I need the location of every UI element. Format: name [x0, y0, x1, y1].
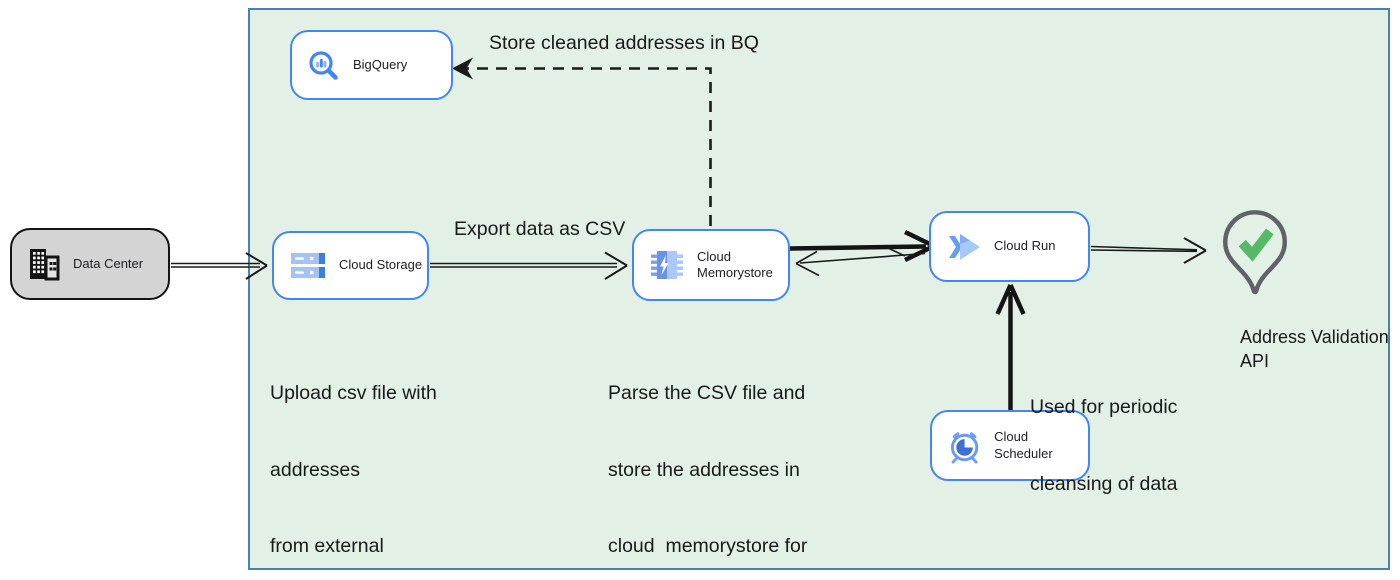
upload-note-line: Upload csv file with [270, 382, 437, 404]
address-validation-api-label: Address Validation API [1240, 327, 1389, 371]
upload-note-line: addresses [270, 458, 360, 481]
arrow-run-to-memorystore [795, 247, 926, 277]
arrow-storage-to-memorystore [430, 251, 628, 280]
node-label: Cloud Scheduler [994, 429, 1053, 461]
parse-note-line: store the addresses in [608, 458, 800, 481]
scheduler-note: Used for periodic cleansing of data [1030, 344, 1177, 548]
store-bq-annotation: Store cleaned addresses in BQ [489, 32, 759, 54]
cloud-scheduler-icon [950, 431, 979, 464]
export-csv-annotation: Export data as CSV [454, 218, 626, 240]
parse-note: Parse the CSV file and store the address… [608, 330, 823, 580]
map-pin-check-icon [1223, 210, 1287, 295]
node-cloud-storage[interactable]: Cloud Storage [272, 231, 429, 300]
node-label: Cloud Memorystore [697, 248, 773, 280]
address-validation-pin[interactable] [1221, 209, 1289, 312]
node-label: BigQuery [353, 56, 408, 72]
arrow-memorystore-to-bigquery [452, 57, 712, 226]
node-label: Cloud Run [994, 238, 1056, 254]
parse-note-line: cloud memorystore for [608, 535, 808, 557]
system-boundary-box [248, 8, 1390, 570]
building-icon [30, 249, 60, 281]
arrow-datacenter-to-storage [171, 252, 268, 280]
scheduler-note-line: cleansing of data [1030, 472, 1178, 495]
node-label: Data Center [73, 255, 144, 271]
node-data-center[interactable]: Data Center [10, 228, 170, 300]
arrow-scheduler-to-run [995, 284, 1026, 410]
cloud-run-icon [949, 233, 980, 260]
parse-note-line: Parse the CSV file and [608, 382, 806, 404]
arrow-run-to-address-api [1090, 237, 1207, 264]
node-bigquery[interactable]: BigQuery [290, 30, 453, 100]
cloud-storage-icon [291, 253, 325, 278]
upload-note: Upload csv file with addresses from exte… [270, 330, 437, 580]
scheduler-note-line: Used for periodic [1030, 396, 1178, 418]
arrow-memorystore-to-run [789, 229, 935, 263]
node-label: Cloud Storage [339, 257, 423, 273]
node-cloud-run[interactable]: Cloud Run [929, 211, 1090, 282]
node-cloud-memorystore[interactable]: Cloud Memorystore [632, 229, 790, 301]
upload-note-line: from external [270, 535, 384, 557]
bigquery-icon [309, 50, 338, 80]
memorystore-icon [651, 251, 683, 279]
node-cloud-scheduler[interactable]: Cloud Scheduler [930, 410, 1090, 481]
